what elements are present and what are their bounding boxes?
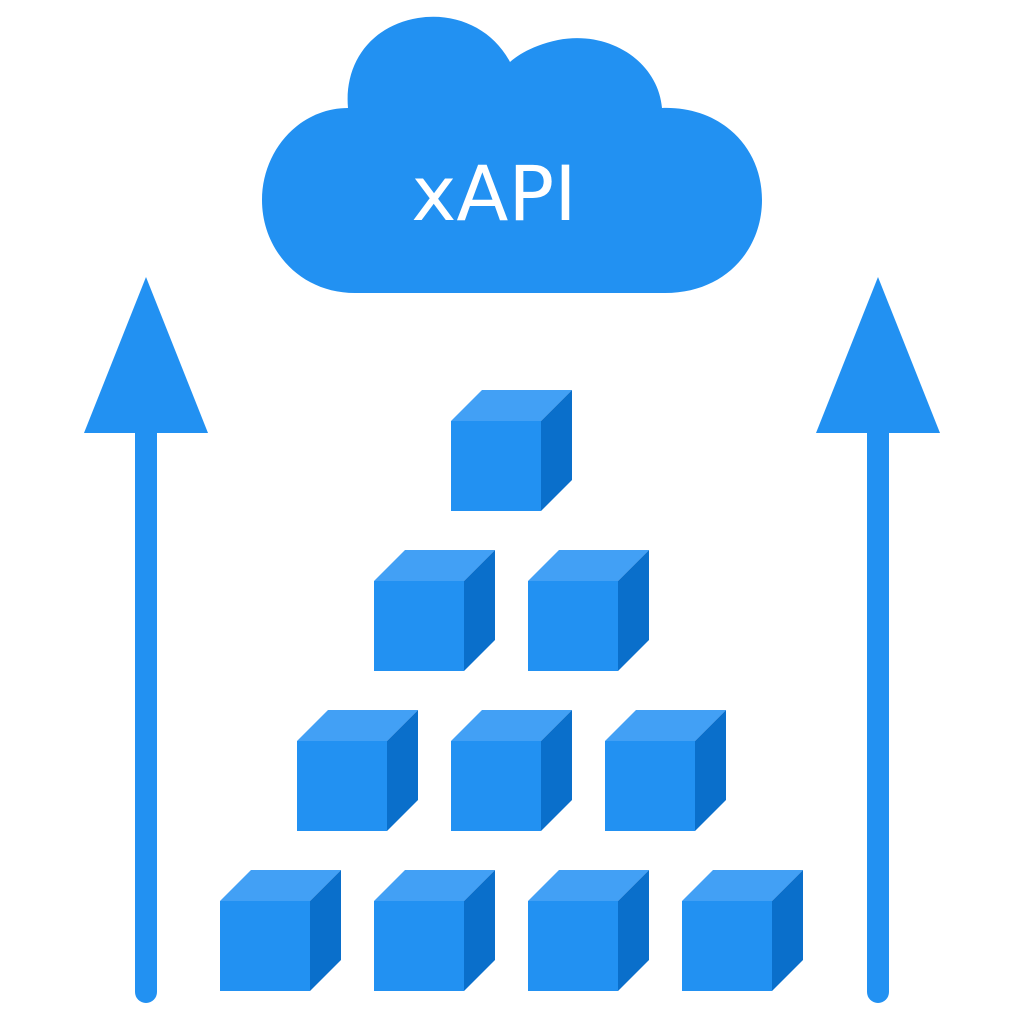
cube-icon bbox=[374, 550, 495, 671]
cube-front-face bbox=[374, 901, 464, 991]
cube-top-face bbox=[528, 870, 649, 901]
cube-side-face bbox=[310, 870, 341, 991]
cube-icon bbox=[374, 870, 495, 991]
cube-side-face bbox=[464, 550, 495, 671]
right-arrow-head bbox=[816, 277, 940, 433]
cube-side-face bbox=[387, 710, 418, 831]
cube-icon bbox=[220, 870, 341, 991]
cube-front-face bbox=[451, 421, 541, 511]
cloud-label: xAPI bbox=[411, 149, 576, 238]
cube-top-face bbox=[451, 710, 572, 741]
left-arrow-head bbox=[84, 277, 208, 433]
left-up-arrow-icon bbox=[84, 277, 208, 1003]
cube-icon bbox=[528, 870, 649, 991]
cube-side-face bbox=[541, 710, 572, 831]
cube-top-face bbox=[374, 870, 495, 901]
cube-pyramid bbox=[220, 390, 803, 991]
cube-front-face bbox=[528, 901, 618, 991]
cube-front-face bbox=[220, 901, 310, 991]
cube-side-face bbox=[464, 870, 495, 991]
cube-front-face bbox=[682, 901, 772, 991]
cube-top-face bbox=[682, 870, 803, 901]
cube-icon bbox=[605, 710, 726, 831]
cloud-icon: xAPI bbox=[262, 16, 762, 293]
cloud-shape bbox=[262, 16, 762, 293]
cube-side-face bbox=[618, 870, 649, 991]
cube-top-face bbox=[605, 710, 726, 741]
cube-icon bbox=[451, 390, 572, 511]
cube-top-face bbox=[220, 870, 341, 901]
cube-icon bbox=[528, 550, 649, 671]
cube-top-face bbox=[297, 710, 418, 741]
cube-top-face bbox=[528, 550, 649, 581]
cube-top-face bbox=[451, 390, 572, 421]
cube-front-face bbox=[528, 581, 618, 671]
cube-side-face bbox=[618, 550, 649, 671]
cube-front-face bbox=[605, 741, 695, 831]
right-up-arrow-icon bbox=[816, 277, 940, 1003]
cube-top-face bbox=[374, 550, 495, 581]
cube-side-face bbox=[772, 870, 803, 991]
cube-side-face bbox=[541, 390, 572, 511]
cube-front-face bbox=[297, 741, 387, 831]
cube-front-face bbox=[374, 581, 464, 671]
cube-side-face bbox=[695, 710, 726, 831]
cube-icon bbox=[297, 710, 418, 831]
cube-icon bbox=[451, 710, 572, 831]
cube-icon bbox=[682, 870, 803, 991]
cube-front-face bbox=[451, 741, 541, 831]
